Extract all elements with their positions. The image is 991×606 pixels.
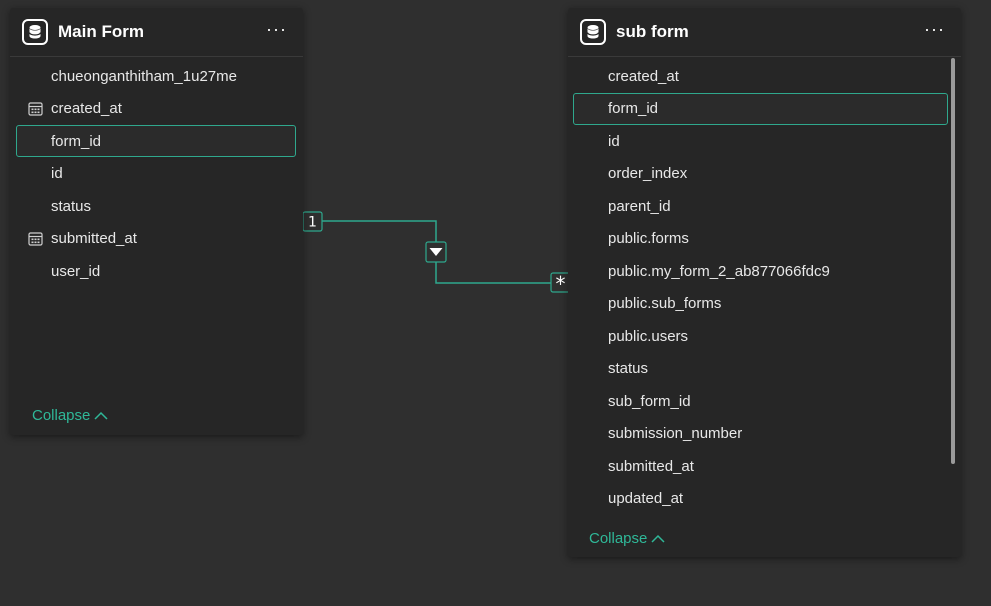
source-cardinality-marker: 1 xyxy=(302,211,323,232)
sub-form-field-name: updated_at xyxy=(608,490,684,507)
sub-form-field-row[interactable]: public.my_form_2_ab877066fdc9 xyxy=(568,255,961,287)
main-form-title: Main Form xyxy=(58,22,144,41)
sub-form-field-name: form_id xyxy=(608,100,659,117)
sub-form-field-row[interactable]: created_at xyxy=(568,60,961,92)
sub-form-scrollbar[interactable] xyxy=(951,58,955,464)
triangle-down-icon[interactable] xyxy=(425,241,447,263)
main-form-field-name: id xyxy=(51,165,63,182)
target-cardinality-marker: * xyxy=(550,272,571,296)
sub-form-collapse-button[interactable]: Collapse xyxy=(589,530,665,547)
sub-form-field-name: created_at xyxy=(608,67,679,85)
sub-form-more-button[interactable]: ··· xyxy=(924,19,945,39)
main-form-field-name: form_id xyxy=(51,132,102,150)
sub-form-field-row[interactable]: public.forms xyxy=(568,223,961,255)
main-form-more-button[interactable]: ··· xyxy=(266,19,287,39)
sub-form-field-name: submitted_at xyxy=(608,457,694,475)
sub-form-field-name: order_index xyxy=(608,165,688,182)
main-form-field-name: status xyxy=(51,197,92,215)
main-form-header: Main Form ··· xyxy=(10,8,303,57)
sub-form-field-row[interactable]: public.users xyxy=(568,320,961,352)
sub-form-field-row[interactable]: parent_id xyxy=(568,190,961,222)
main-form-field-name: submitted_at xyxy=(51,230,137,247)
sub-form-header: sub form ··· xyxy=(568,8,961,57)
sub-form-field-row[interactable]: public.sub_forms xyxy=(568,288,961,320)
calendar-icon xyxy=(27,231,43,247)
sub-form-field-row[interactable]: submitted_at xyxy=(568,450,961,482)
sub-form-field-name: sub_form_id xyxy=(608,392,691,410)
target-cardinality-label: * xyxy=(556,272,566,296)
main-form-collapse-button[interactable]: Collapse xyxy=(32,407,108,424)
sub-form-field-name: id xyxy=(608,132,620,150)
sub-form-field-name: parent_id xyxy=(608,197,671,215)
collapse-label: Collapse xyxy=(32,407,91,424)
main-form-field-row[interactable]: form_id xyxy=(16,125,296,157)
calendar-icon xyxy=(27,101,43,117)
sub-form-field-row[interactable]: form_id xyxy=(573,92,948,125)
sub-form-field-row[interactable]: order_index xyxy=(568,158,961,190)
main-form-field-name: user_id xyxy=(51,262,101,280)
sub-form-field-name: status xyxy=(608,360,649,377)
main-form-field-row[interactable]: status xyxy=(10,190,303,222)
chevron-up-icon xyxy=(651,534,665,543)
sub-form-field-name: submission_number xyxy=(608,425,743,442)
sub-form-field-name: public.my_form_2_ab877066fdc9 xyxy=(608,262,830,280)
sub-form-field-name: public.users xyxy=(608,327,689,345)
database-icon xyxy=(580,19,606,45)
sub-form-title: sub form xyxy=(616,22,689,41)
collapse-label: Collapse xyxy=(589,530,648,547)
source-cardinality-label: 1 xyxy=(308,215,317,231)
chevron-up-icon xyxy=(94,411,108,420)
main-form-field-row[interactable]: id xyxy=(10,158,303,190)
sub-form-field-row[interactable]: sub_form_id xyxy=(568,385,961,417)
sub-form-field-row[interactable]: id xyxy=(568,125,961,157)
sub-form-field-name: public.forms xyxy=(608,230,689,247)
sub-form-field-row[interactable]: status xyxy=(568,353,961,385)
main-form-field-name: created_at xyxy=(51,100,122,117)
main-form-field-row[interactable]: user_id xyxy=(10,255,303,287)
sub-form-field-row[interactable]: submission_number xyxy=(568,418,961,450)
main-form-field-row[interactable]: created_at xyxy=(10,93,303,125)
main-form-field-row[interactable]: chueonganthitham_1u27me xyxy=(10,60,303,92)
main-form-field-row[interactable]: submitted_at xyxy=(10,223,303,255)
main-form-field-name: chueonganthitham_1u27me xyxy=(51,67,237,85)
sub-form-field-name: public.sub_forms xyxy=(608,295,722,312)
database-icon xyxy=(22,19,48,45)
sub-form-field-row[interactable]: updated_at xyxy=(568,483,961,515)
